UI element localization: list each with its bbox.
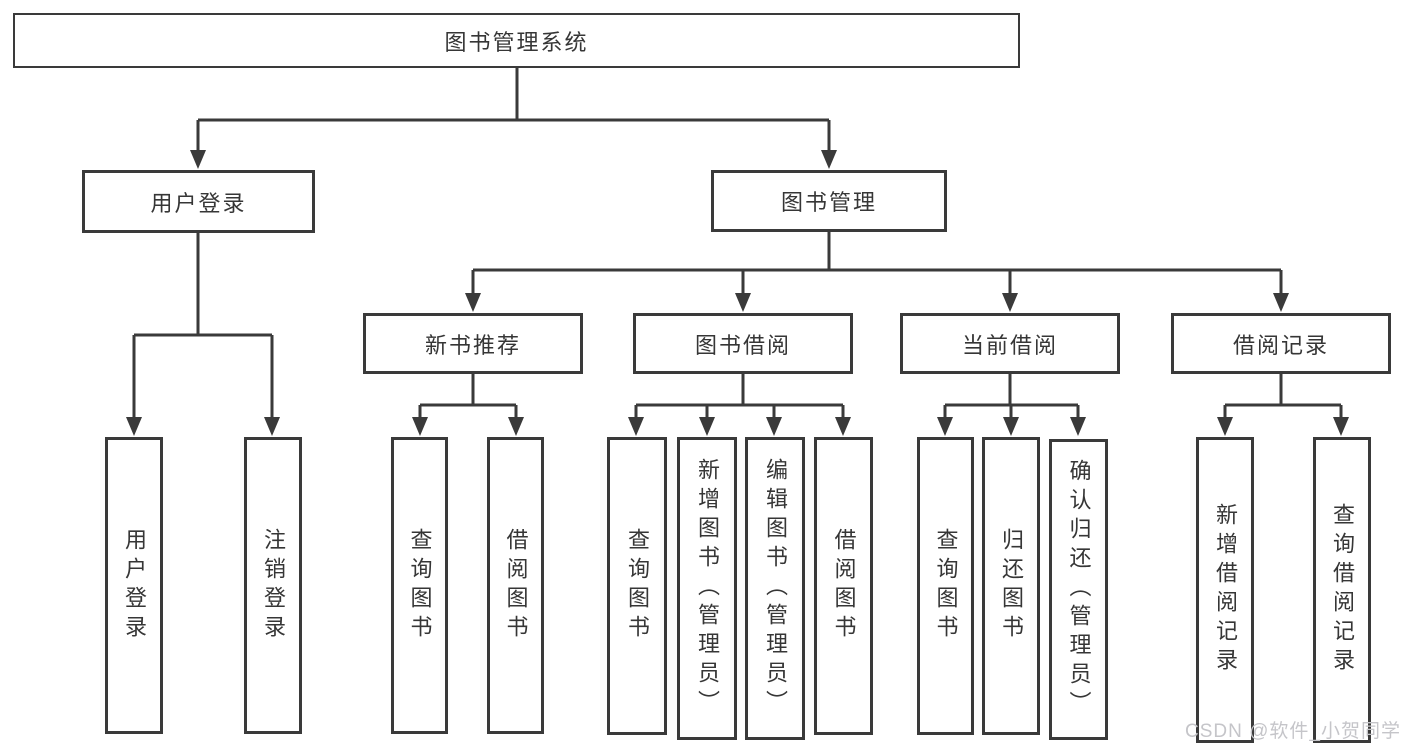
leaf-label: 注销登录 [261, 527, 286, 644]
leaf-label: 查询图书 [625, 528, 650, 644]
leaf-label: 新增图书（管理员） [695, 458, 720, 719]
leaf-borrow-edit-book-admin: 编辑图书（管理员） [745, 437, 805, 740]
node-root: 图书管理系统 [13, 13, 1020, 68]
leaf-label: 确认归还（管理员） [1066, 459, 1092, 720]
node-user-login: 用户登录 [82, 170, 315, 233]
leaf-newbook-borrow: 借阅图书 [487, 437, 544, 734]
leaf-borrow-add-book-admin: 新增图书（管理员） [677, 437, 737, 740]
leaf-borrow-borrow-book: 借阅图书 [814, 437, 873, 735]
leaf-label: 归还图书 [999, 528, 1024, 644]
leaf-label: 查询借阅记录 [1330, 503, 1355, 677]
leaf-record-add: 新增借阅记录 [1196, 437, 1254, 743]
leaf-user-login: 用户登录 [105, 437, 163, 734]
leaf-label: 查询图书 [407, 527, 433, 644]
leaf-label: 查询图书 [933, 528, 959, 644]
leaf-record-query: 查询借阅记录 [1313, 437, 1371, 743]
node-current-borrow: 当前借阅 [900, 313, 1120, 374]
leaf-label: 编辑图书（管理员） [763, 458, 788, 719]
leaf-label: 新增借阅记录 [1213, 503, 1238, 677]
leaf-label: 借阅图书 [831, 528, 857, 644]
leaf-newbook-query: 查询图书 [391, 437, 448, 734]
leaf-current-return-book: 归还图书 [982, 437, 1040, 735]
node-book-borrow: 图书借阅 [633, 313, 853, 374]
leaf-borrow-query-book: 查询图书 [607, 437, 667, 735]
node-book-management: 图书管理 [711, 170, 947, 232]
leaf-current-confirm-return-admin: 确认归还（管理员） [1049, 439, 1108, 740]
leaf-current-query-book: 查询图书 [917, 437, 974, 735]
node-borrow-record: 借阅记录 [1171, 313, 1391, 374]
csdn-watermark: CSDN @软件_小贺同学 [1185, 721, 1401, 742]
leaf-logout: 注销登录 [244, 437, 302, 734]
node-new-book-recommend: 新书推荐 [363, 313, 583, 374]
leaf-label: 借阅图书 [503, 527, 529, 644]
leaf-label: 用户登录 [122, 527, 147, 644]
